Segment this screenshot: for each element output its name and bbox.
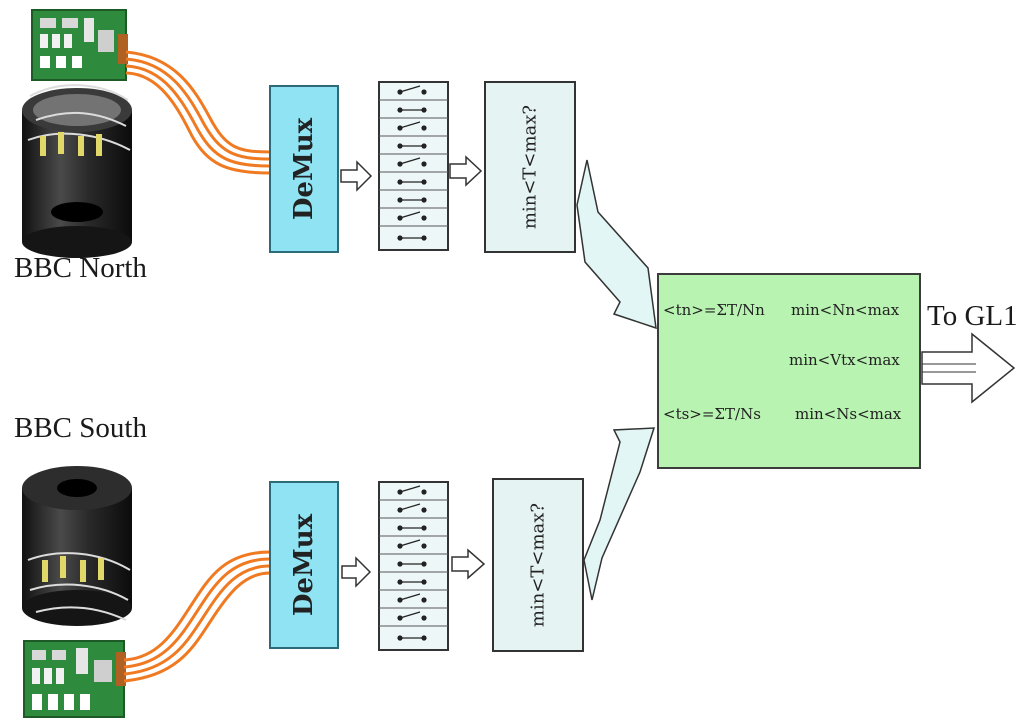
arrow-north-to-trigger <box>576 159 657 330</box>
trigger-line3-left: <ts>=ΣT/Ns <box>663 405 761 423</box>
trigger-line1-right: min<Nn<max <box>791 301 900 319</box>
label-bbc-south: BBC South <box>14 412 147 444</box>
condition-south-label: min<T<max? <box>527 502 549 628</box>
label-bbc-north: BBC North <box>14 252 147 284</box>
board-north-icon <box>31 9 128 81</box>
demux-south: DeMux <box>269 481 339 649</box>
switch-bank-north-icon <box>378 81 449 251</box>
condition-north: min<T<max? <box>484 81 576 253</box>
arrow-north-switch-to-cond <box>449 155 483 187</box>
arrow-output-to-gl1 <box>921 332 1016 404</box>
switch-bank-south-icon <box>378 481 449 651</box>
condition-south: min<T<max? <box>492 478 584 652</box>
trigger-line3-right: min<Ns<max <box>795 405 902 423</box>
board-south-icon <box>23 640 126 718</box>
bbc-south-detector-icon <box>22 466 132 626</box>
trigger-line1-left: <tn>=ΣT/Nn <box>663 301 765 319</box>
cable-south <box>123 550 271 683</box>
trigger-logic-box: <tn>=ΣT/Nn min<Nn<max min<Vtx<max <ts>=Σ… <box>657 273 921 469</box>
arrow-south-demux-to-switch <box>341 556 372 588</box>
demux-south-label: DeMux <box>289 513 319 617</box>
label-to-gl1: To GL1 <box>927 300 1017 332</box>
demux-north-label: DeMux <box>289 117 319 221</box>
condition-north-label: min<T<max? <box>519 104 541 230</box>
arrow-north-demux-to-switch <box>340 160 373 192</box>
arrow-south-switch-to-cond <box>451 548 486 580</box>
bbc-north-detector-icon <box>22 84 132 258</box>
cable-north <box>125 50 271 175</box>
arrow-south-to-trigger <box>583 427 656 601</box>
trigger-line2: min<Vtx<max <box>789 351 900 369</box>
demux-north: DeMux <box>269 85 339 253</box>
